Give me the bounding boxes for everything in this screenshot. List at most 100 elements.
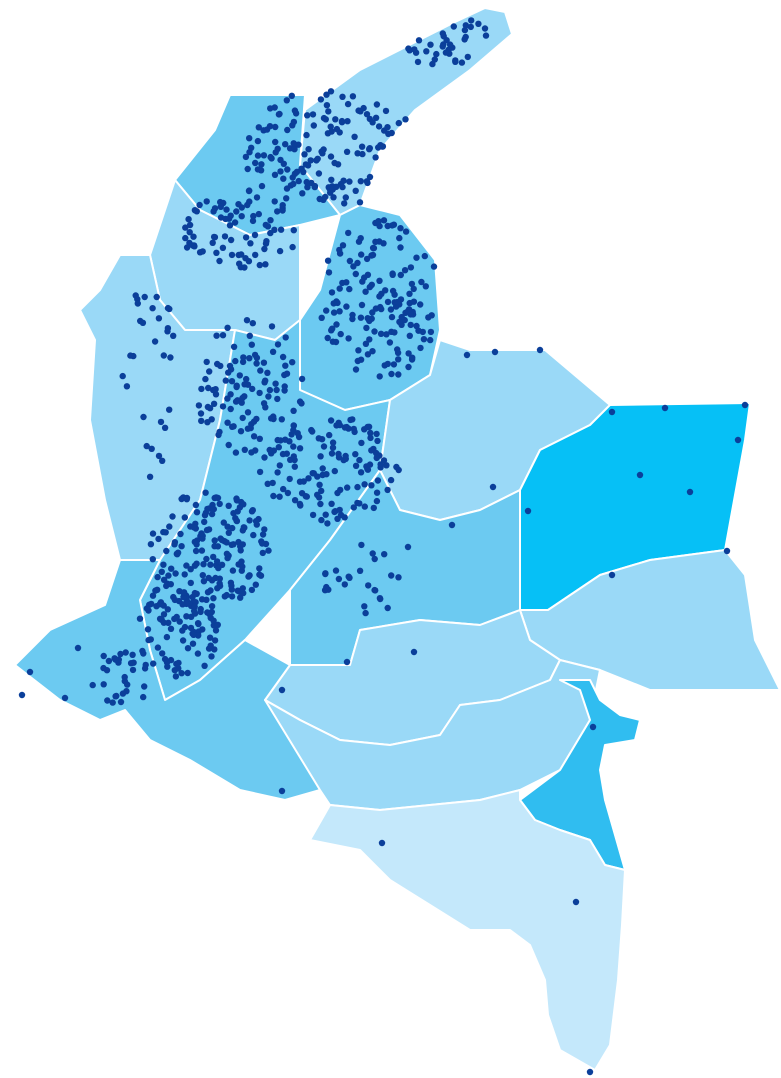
location-marker[interactable] <box>198 547 206 554</box>
location-marker[interactable] <box>225 369 232 376</box>
location-marker[interactable] <box>354 150 361 157</box>
location-marker[interactable] <box>212 627 220 634</box>
location-marker[interactable] <box>414 58 422 66</box>
location-marker[interactable] <box>279 353 287 361</box>
location-marker[interactable] <box>238 213 245 220</box>
location-marker[interactable] <box>211 537 218 544</box>
location-marker[interactable] <box>166 523 173 530</box>
location-marker[interactable] <box>129 666 137 674</box>
location-marker[interactable] <box>303 493 310 500</box>
location-marker[interactable] <box>358 439 365 447</box>
location-marker[interactable] <box>176 618 183 625</box>
location-marker[interactable] <box>199 626 206 633</box>
location-marker[interactable] <box>336 506 343 514</box>
location-marker[interactable] <box>363 324 370 332</box>
region-south-amazon[interactable] <box>309 789 626 1071</box>
location-marker[interactable] <box>214 360 221 368</box>
location-marker[interactable] <box>252 251 259 259</box>
location-marker[interactable] <box>410 298 418 305</box>
location-marker[interactable] <box>358 301 366 309</box>
location-marker[interactable] <box>318 487 325 495</box>
location-marker[interactable] <box>256 435 263 442</box>
location-marker[interactable] <box>328 289 336 296</box>
location-marker[interactable] <box>184 669 191 677</box>
location-marker[interactable] <box>149 305 156 312</box>
location-marker[interactable] <box>305 475 312 482</box>
location-marker[interactable] <box>369 309 376 316</box>
location-marker[interactable] <box>228 582 235 589</box>
location-marker[interactable] <box>290 443 297 450</box>
location-marker[interactable] <box>173 660 180 668</box>
location-marker[interactable] <box>373 449 380 457</box>
location-marker[interactable] <box>166 305 173 313</box>
location-marker[interactable] <box>257 572 265 579</box>
location-marker[interactable] <box>391 329 398 336</box>
location-marker[interactable] <box>264 369 271 376</box>
location-marker[interactable] <box>328 327 335 334</box>
location-marker[interactable] <box>171 596 179 604</box>
location-marker[interactable] <box>290 180 297 188</box>
location-marker[interactable] <box>279 202 286 209</box>
location-marker[interactable] <box>225 502 232 509</box>
location-marker[interactable] <box>323 471 330 478</box>
location-marker[interactable] <box>286 475 293 483</box>
location-marker[interactable] <box>328 450 336 457</box>
location-marker[interactable] <box>228 378 236 385</box>
location-marker[interactable] <box>211 205 219 212</box>
location-marker[interactable] <box>686 488 694 496</box>
location-marker[interactable] <box>244 409 252 416</box>
location-marker[interactable] <box>205 384 212 392</box>
location-marker[interactable] <box>363 178 371 185</box>
location-marker[interactable] <box>310 122 317 129</box>
location-marker[interactable] <box>429 60 436 68</box>
location-marker[interactable] <box>122 649 129 656</box>
location-marker[interactable] <box>204 505 211 513</box>
location-marker[interactable] <box>241 446 248 453</box>
location-marker[interactable] <box>179 601 186 608</box>
location-marker[interactable] <box>290 422 297 429</box>
location-marker[interactable] <box>358 143 366 150</box>
location-marker[interactable] <box>238 558 245 565</box>
location-marker[interactable] <box>141 683 148 690</box>
location-marker[interactable] <box>290 140 297 147</box>
location-marker[interactable] <box>376 222 383 230</box>
location-marker[interactable] <box>252 518 260 525</box>
location-marker[interactable] <box>324 334 331 342</box>
location-marker[interactable] <box>239 541 246 548</box>
location-marker[interactable] <box>177 530 184 538</box>
location-marker[interactable] <box>395 371 402 378</box>
location-marker[interactable] <box>150 660 157 667</box>
location-marker[interactable] <box>395 574 402 581</box>
location-marker[interactable] <box>255 124 262 131</box>
location-marker[interactable] <box>249 385 256 393</box>
location-marker[interactable] <box>280 175 287 182</box>
location-marker[interactable] <box>199 572 206 579</box>
location-marker[interactable] <box>228 251 236 259</box>
location-marker[interactable] <box>468 17 475 24</box>
location-marker[interactable] <box>195 620 202 628</box>
location-marker[interactable] <box>276 462 283 469</box>
location-marker[interactable] <box>310 470 317 477</box>
location-marker[interactable] <box>337 511 345 519</box>
location-marker[interactable] <box>458 59 466 66</box>
location-marker[interactable] <box>372 114 380 122</box>
location-marker[interactable] <box>148 445 155 452</box>
location-marker[interactable] <box>314 491 321 498</box>
location-marker[interactable] <box>278 686 286 694</box>
location-marker[interactable] <box>452 58 459 65</box>
location-marker[interactable] <box>256 261 263 269</box>
location-marker[interactable] <box>262 377 269 384</box>
location-marker[interactable] <box>373 497 381 505</box>
location-marker[interactable] <box>491 348 499 356</box>
location-marker[interactable] <box>255 210 262 218</box>
location-marker[interactable] <box>331 159 338 167</box>
location-marker[interactable] <box>446 41 454 48</box>
location-marker[interactable] <box>345 335 352 342</box>
location-marker[interactable] <box>384 360 391 368</box>
location-marker[interactable] <box>249 217 257 225</box>
location-marker[interactable] <box>335 454 343 461</box>
location-marker[interactable] <box>190 233 197 240</box>
location-marker[interactable] <box>291 497 299 504</box>
location-marker[interactable] <box>247 424 254 432</box>
location-marker[interactable] <box>439 30 446 37</box>
